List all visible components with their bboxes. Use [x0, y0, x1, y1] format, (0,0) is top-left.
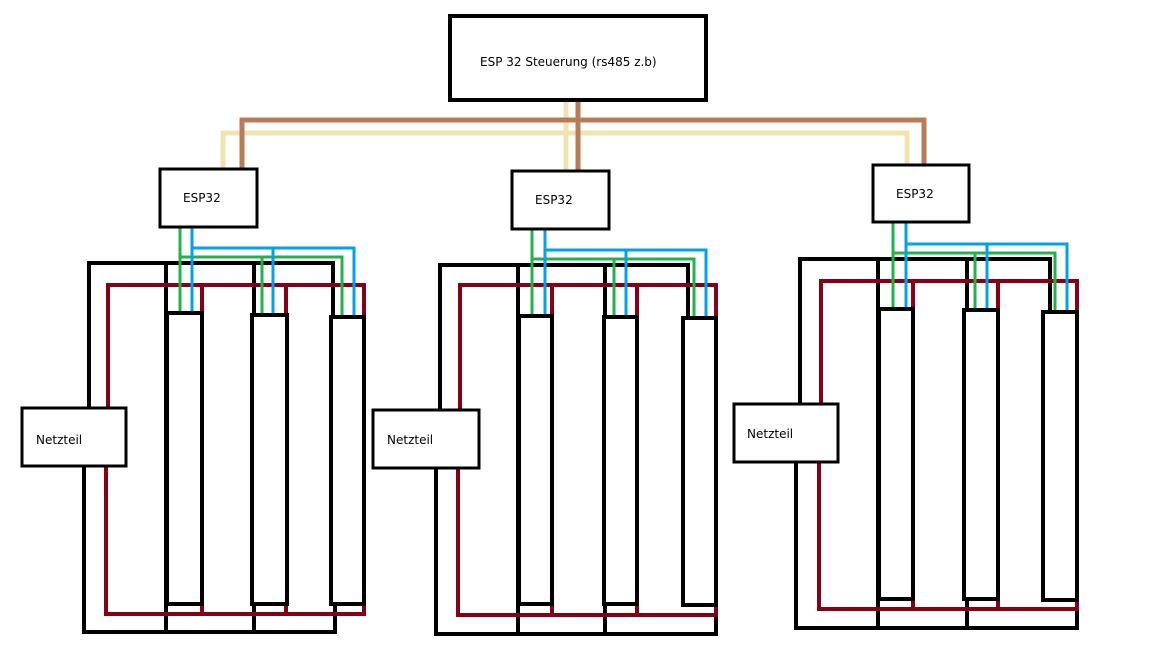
- node-2-ground-top: [438, 263, 690, 410]
- node-2-power-supply-label: Netzteil: [387, 433, 433, 447]
- node-1-strip-1: [165, 311, 204, 606]
- node-1-strip-2: [250, 313, 289, 606]
- node-3: ESP32 Netzteil: [732, 163, 1079, 630]
- controller-box: ESP 32 Steuerung (rs485 z.b): [448, 14, 708, 102]
- node-1-ground-top: [87, 261, 335, 410]
- node-3-data-blue-bus: [906, 242, 1069, 313]
- node-3-esp32-box: [871, 163, 971, 224]
- node-2: ESP32 Netzteil: [371, 169, 718, 636]
- node-3-ground-top: [798, 257, 1052, 405]
- node-1: ESP32 Netzteil: [20, 167, 366, 634]
- node-3-power-top: [819, 279, 1079, 405]
- node-3-strip-2: [962, 308, 1000, 601]
- node-2-data-green-bus: [532, 257, 696, 318]
- node-3-ground-bottom: [794, 462, 1079, 630]
- bus-cable-dark: [239, 117, 927, 170]
- node-3-power-supply-box: [732, 402, 840, 464]
- node-1-data-green-bus: [180, 255, 344, 318]
- node-3-power-supply-label: Netzteil: [747, 427, 793, 441]
- node-3-power-bottom: [817, 462, 1079, 611]
- node-1-strip-3: [329, 315, 366, 606]
- node-2-esp32-label: ESP32: [535, 193, 573, 207]
- node-2-data-blue-bus: [545, 248, 708, 318]
- node-1-ground-bottom: [82, 466, 337, 634]
- node-1-power-supply-box: [20, 406, 128, 468]
- node-1-power-top: [106, 283, 366, 408]
- node-3-strip-3: [1041, 310, 1079, 602]
- node-3-data-green-bus: [893, 251, 1057, 313]
- bus-cables: [220, 101, 927, 172]
- node-3-esp32-label: ESP32: [896, 187, 934, 201]
- node-2-power-bottom: [456, 468, 718, 617]
- controller-label: ESP 32 Steuerung (rs485 z.b): [480, 55, 657, 69]
- node-3-strip-1: [877, 307, 915, 601]
- node-2-ground-bottom: [434, 468, 718, 636]
- node-2-power-top: [458, 283, 718, 410]
- controller-frame: [448, 14, 708, 102]
- node-1-power-bottom: [104, 466, 366, 616]
- node-1-power-supply-label: Netzteil: [36, 433, 82, 447]
- node-1-esp32-box: [158, 167, 259, 229]
- node-2-esp32-box: [510, 169, 611, 231]
- node-2-power-supply-box: [371, 408, 481, 470]
- node-1-data-blue-bus: [192, 246, 356, 318]
- node-2-strip-2: [602, 315, 639, 606]
- node-2-strip-3: [681, 316, 718, 607]
- node-2-strip-1: [517, 314, 554, 606]
- node-1-esp32-label: ESP32: [183, 191, 221, 205]
